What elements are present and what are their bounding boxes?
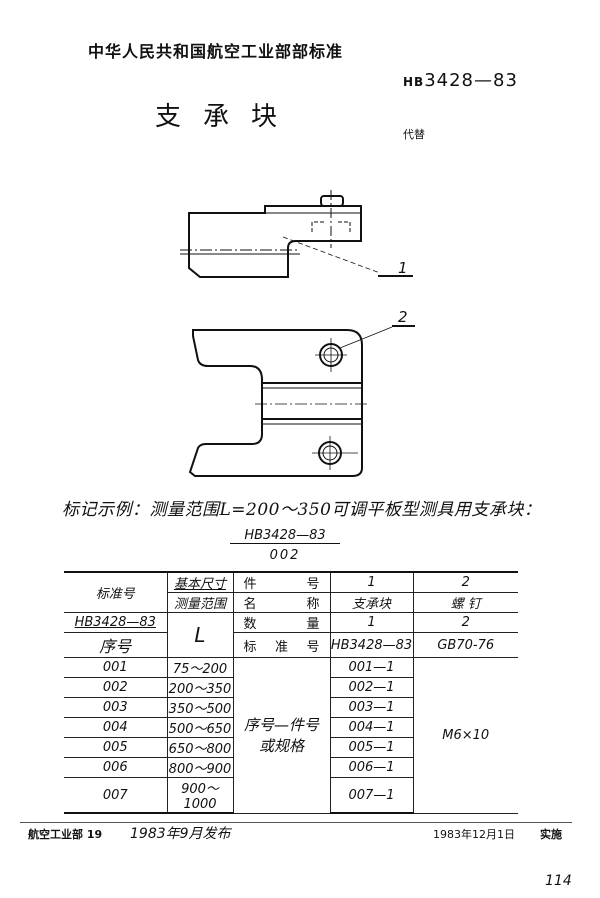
footer-issuer: 航空工业部 19 bbox=[28, 828, 103, 841]
seq-cell: 003 bbox=[64, 697, 168, 718]
table-row: 007 900～1000 007—1 bbox=[64, 777, 518, 814]
screw-spec: M6×10 bbox=[412, 657, 518, 814]
footer-effective-date: 1983年12月1日 bbox=[433, 828, 515, 841]
part1-standard: HB3428—83 bbox=[329, 632, 414, 658]
side-view bbox=[180, 190, 413, 278]
range-cell: 500～650 bbox=[166, 717, 234, 738]
standard-number: HB3428—83 bbox=[403, 70, 518, 91]
page-number: 114 bbox=[545, 873, 572, 889]
seq-cell: 006 bbox=[64, 757, 168, 778]
part2-qty: 2 bbox=[412, 612, 518, 633]
range-cell: 900～1000 bbox=[166, 777, 234, 814]
standard-number-value: 3428—83 bbox=[424, 70, 518, 91]
part1-cell: 005—1 bbox=[329, 737, 414, 758]
part1-cell: 004—1 bbox=[329, 717, 414, 738]
organization-header: 中华人民共和国航空工业部部标准 bbox=[88, 42, 344, 61]
footer-divider bbox=[20, 822, 572, 823]
name-label: 名称 bbox=[232, 592, 331, 613]
footer-issue-date: 1983年9月发布 bbox=[130, 826, 231, 842]
standard-prefix: HB bbox=[403, 75, 425, 89]
part2-name: 螺 钉 bbox=[412, 592, 518, 613]
technical-drawing: 1 2 bbox=[180, 190, 415, 477]
document-title: 支承块 bbox=[155, 102, 300, 132]
seq-cell: 004 bbox=[64, 717, 168, 738]
range-cell: 200～350 bbox=[166, 677, 234, 698]
range-label: 测量范围 bbox=[166, 592, 234, 613]
part1-no: 1 bbox=[329, 571, 414, 593]
top-view bbox=[188, 325, 415, 477]
part2-no: 2 bbox=[412, 571, 518, 593]
std-label: 标准号 bbox=[232, 632, 331, 658]
table-row: 006 800～900 006—1 bbox=[64, 757, 518, 778]
part1-cell: 003—1 bbox=[329, 697, 414, 718]
part1-cell: 001—1 bbox=[329, 657, 414, 678]
range-cell: 650～800 bbox=[166, 737, 234, 758]
standard-no-label: 标准号 bbox=[64, 571, 168, 613]
specification-table: 标准号 基本尺寸 件号 1 2 测量范围 名称 支承块 螺 钉 HB3428—8… bbox=[64, 571, 518, 814]
replace-label: 代替 bbox=[403, 128, 425, 141]
part1-name: 支承块 bbox=[329, 592, 414, 613]
seq-cell: 007 bbox=[64, 777, 168, 814]
seq-cell: 002 bbox=[64, 677, 168, 698]
seq-cell: 005 bbox=[64, 737, 168, 758]
merged-note: 序号—件号或规格 bbox=[232, 657, 331, 814]
part1-cell: 006—1 bbox=[329, 757, 414, 778]
basic-size-label: 基本尺寸 bbox=[166, 571, 234, 593]
part1-qty: 1 bbox=[329, 612, 414, 633]
standard-no-value: HB3428—83 bbox=[64, 612, 168, 633]
marking-denominator: 002 bbox=[269, 548, 301, 563]
part1-cell: 007—1 bbox=[329, 777, 414, 814]
footer-effective-label: 实施 bbox=[540, 828, 562, 841]
callout-1: 1 bbox=[398, 259, 408, 277]
seq-cell: 001 bbox=[64, 657, 168, 678]
seq-label: 序号 bbox=[64, 632, 168, 658]
range-cell: 800～900 bbox=[166, 757, 234, 778]
callout-2: 2 bbox=[398, 308, 408, 326]
table-row: 004 500～650 004—1 bbox=[64, 717, 518, 738]
table-row: 003 350～500 003—1 bbox=[64, 697, 518, 718]
part-no-label: 件号 bbox=[232, 571, 331, 593]
marking-numerator: HB3428—83 bbox=[230, 528, 340, 544]
marking-example-text: 标记示例：测量范围L=200～350可调平板型测具用支承块： bbox=[62, 500, 542, 520]
range-symbol: L bbox=[166, 612, 234, 658]
table-row: 005 650～800 005—1 bbox=[64, 737, 518, 758]
part2-standard: GB70-76 bbox=[412, 632, 518, 658]
range-cell: 75～200 bbox=[166, 657, 234, 678]
range-cell: 350～500 bbox=[166, 697, 234, 718]
qty-label: 数量 bbox=[232, 612, 331, 633]
table-row: 001 75～200 序号—件号或规格 001—1 M6×10 bbox=[64, 657, 518, 814]
part1-cell: 002—1 bbox=[329, 677, 414, 698]
